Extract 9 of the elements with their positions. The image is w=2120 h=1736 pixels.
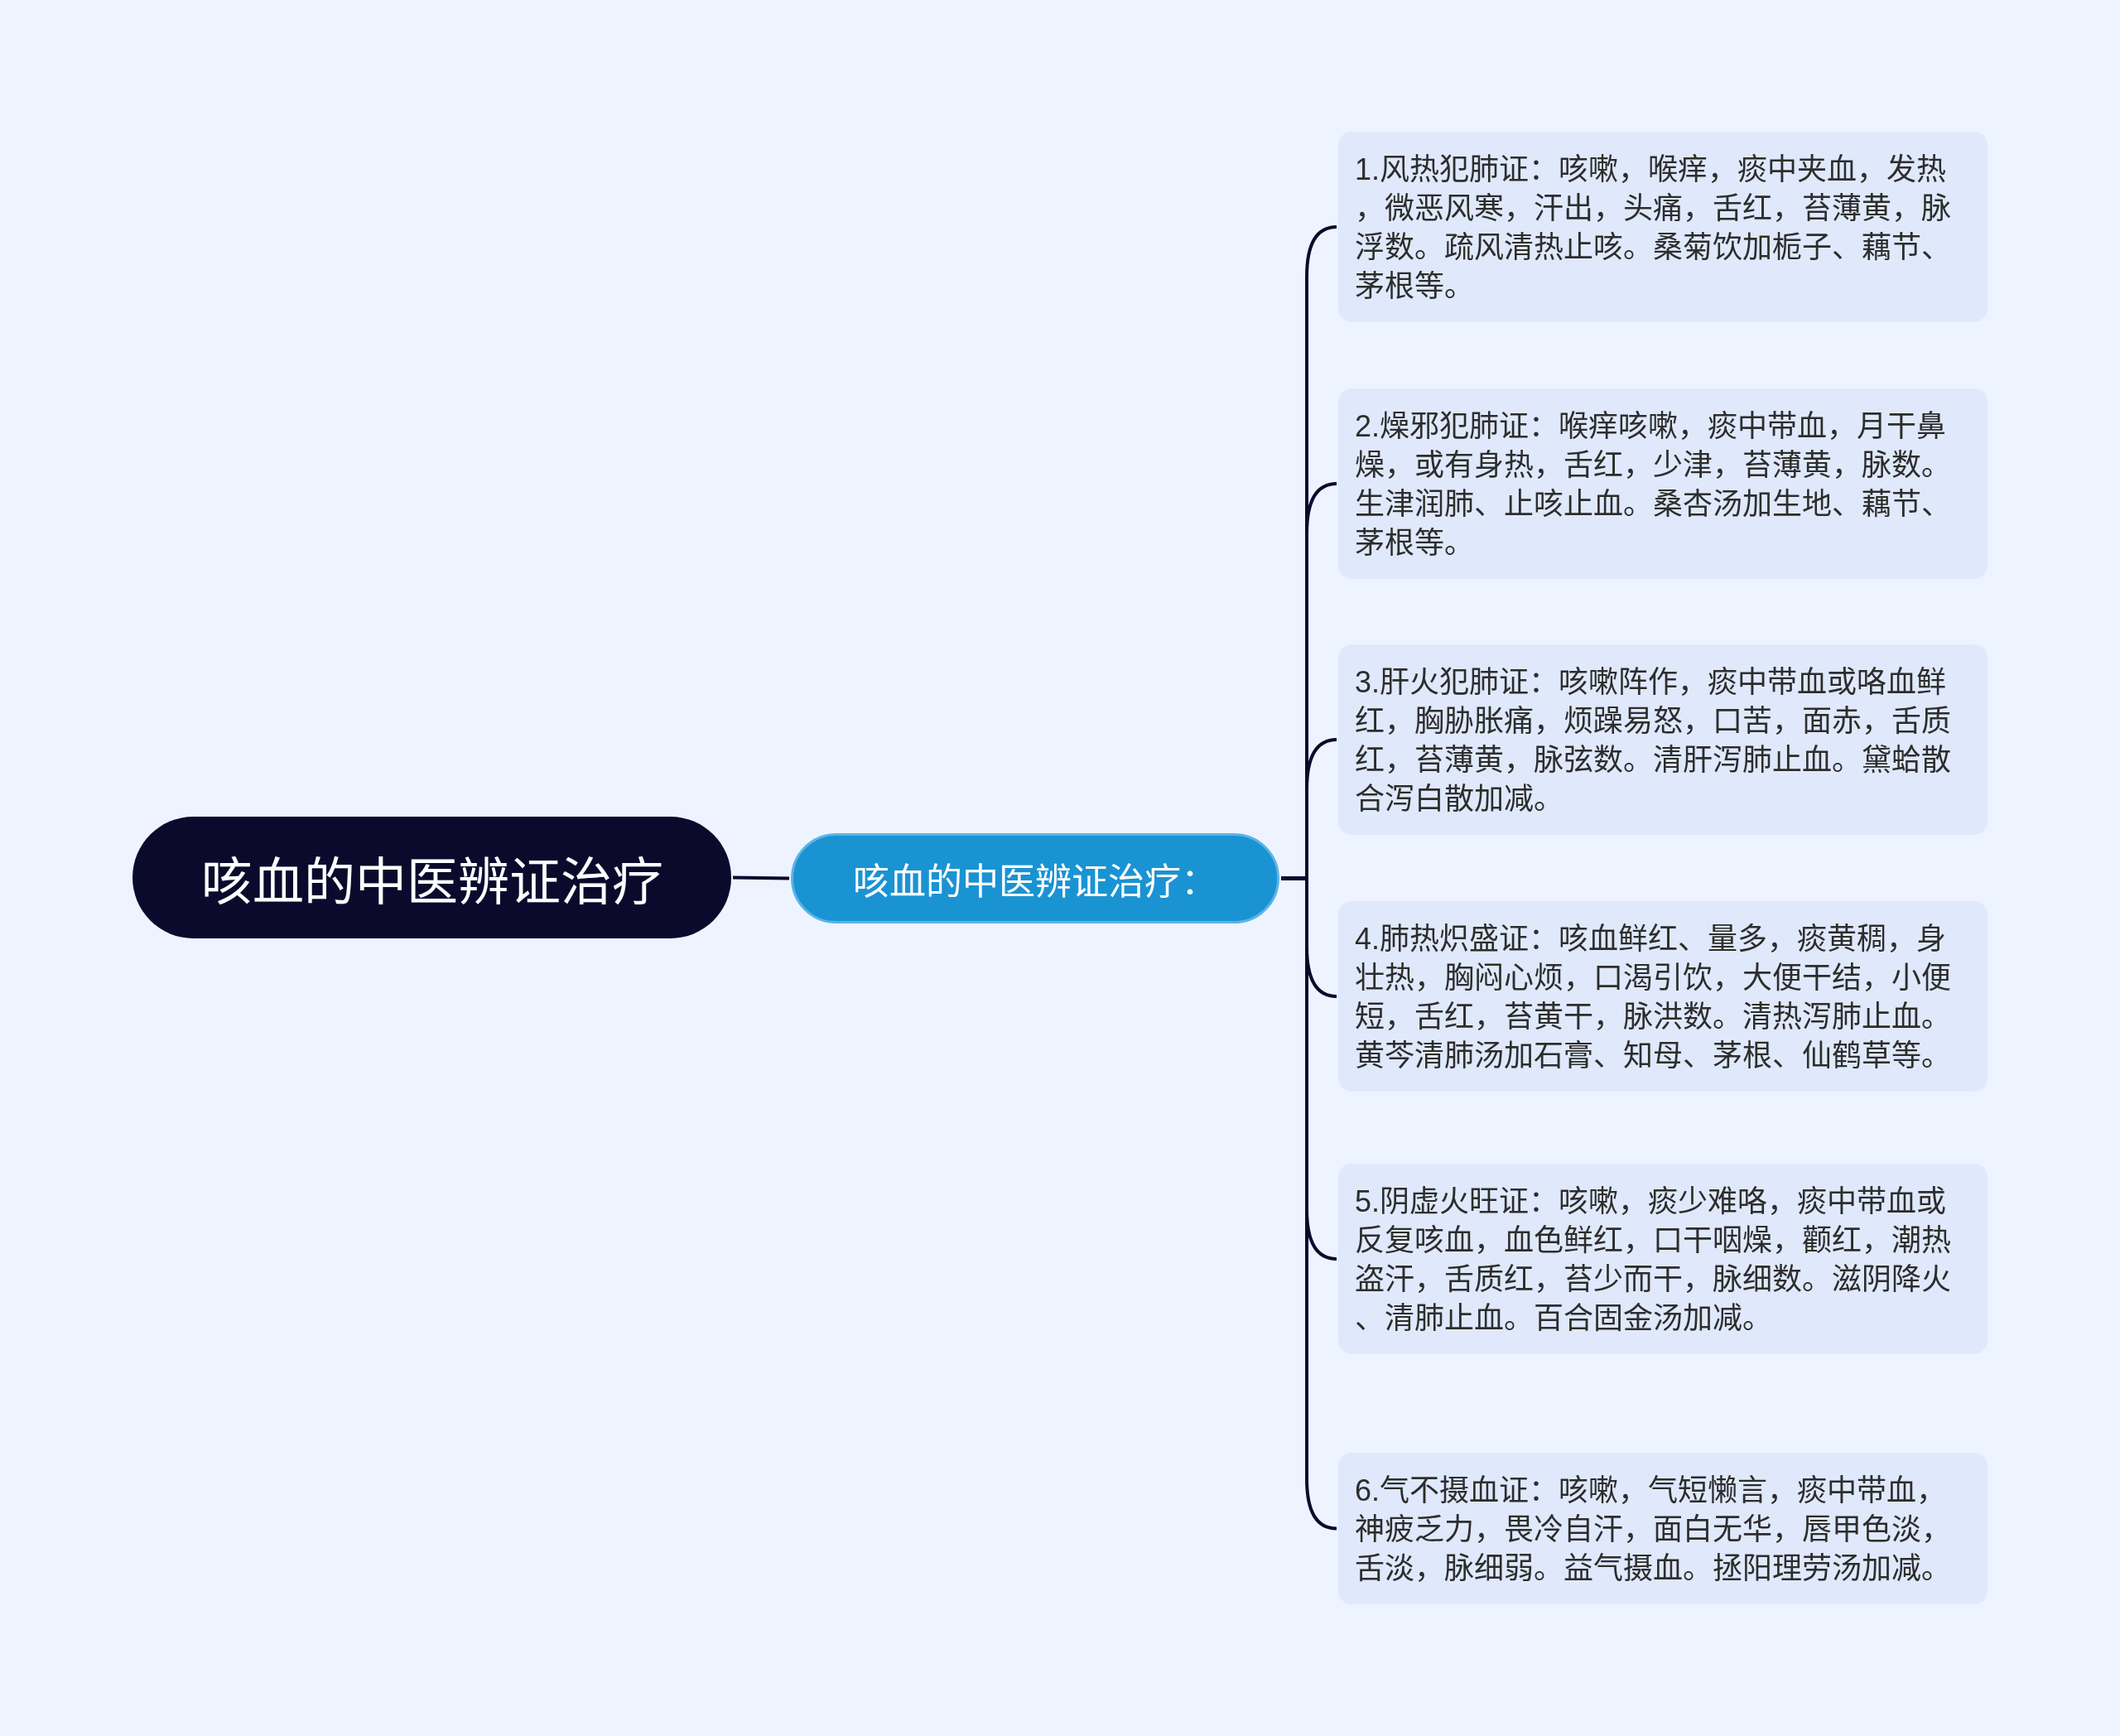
subtopic-box: 5.阴虚火旺证：咳嗽，痰少难咯，痰中带血或反复咳血，血色鲜红，口干咽燥，颧红，潮热盗汗，舌质红，苔少而干，脉细数。滋阴降火、清肺止血。百合固金汤加减。 bbox=[1338, 1164, 1988, 1354]
subtopic-box: 3.肝火犯肺证：咳嗽阵作，痰中带血或咯血鲜红，胸胁胀痛，烦躁易怒，口苦，面赤，舌质红，苔薄黄，脉弦数。清肝泻肺止血。黛蛤散合泻白散加减。 bbox=[1338, 644, 1988, 835]
subtopic-box: 4.肺热炽盛证：咳血鲜红、量多，痰黄稠，身壮热，胸闷心烦，口渴引饮，大便干结，小便短，舌红，苔黄干，脉洪数。清热泻肺止血。黄芩清肺汤加石膏、知母、茅根、仙鹤草等。 bbox=[1338, 901, 1988, 1092]
subtopic-box: 6.气不摄血证：咳嗽，气短懒言，痰中带血，神疲乏力，畏冷自汗，面白无华，唇甲色淡，舌淡，脉细弱。益气摄血。拯阳理劳汤加减。 bbox=[1338, 1453, 1988, 1604]
subtopic-box: 1.风热犯肺证：咳嗽，喉痒，痰中夹血，发热，微恶风寒，汗出，头痛，舌红，苔薄黄，脉浮数。疏风清热止咳。桑菊饮加栀子、藕节、茅根等。 bbox=[1338, 132, 1988, 322]
subtopic-box: 2.燥邪犯肺证：喉痒咳嗽，痰中带血，月干鼻燥，或有身热，舌红，少津，苔薄黄，脉数。生津润肺、止咳止血。桑杏汤加生地、藕节、茅根等。 bbox=[1338, 388, 1988, 579]
main-topic: 咳血的中医辨证治疗： bbox=[791, 833, 1279, 923]
connector-line bbox=[732, 875, 790, 880]
central-topic: 咳血的中医辨证治疗 bbox=[132, 817, 731, 938]
